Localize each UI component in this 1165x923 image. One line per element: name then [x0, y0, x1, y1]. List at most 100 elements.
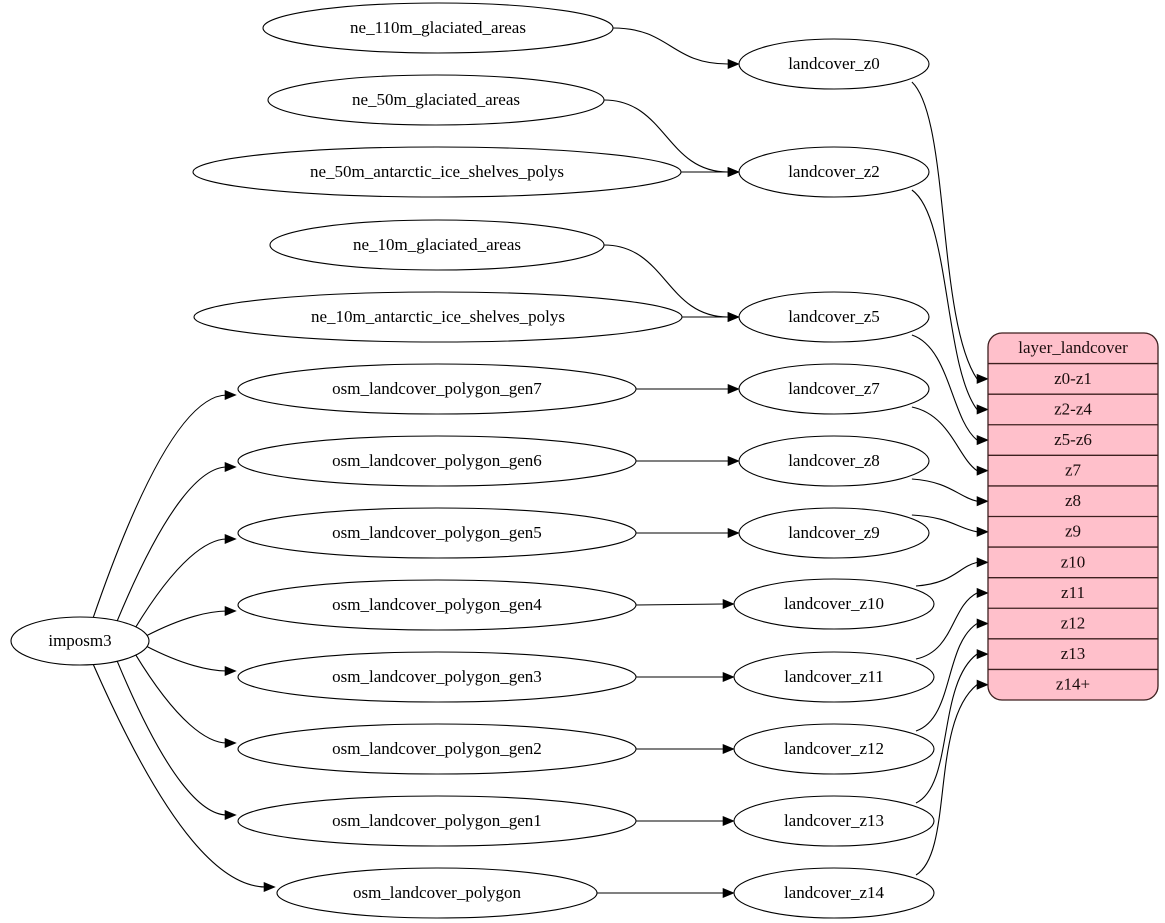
node-landcover_z8[interactable]: landcover_z8	[738, 435, 930, 487]
node-shape[interactable]	[269, 219, 605, 271]
node-shape[interactable]	[738, 291, 930, 343]
node-landcover_z14[interactable]: landcover_z14	[733, 867, 935, 919]
node-landcover_z7[interactable]: landcover_z7	[738, 363, 930, 415]
edge-arrowhead	[224, 605, 237, 617]
edge-imposm3-to-osm_landcover_polygon_gen5	[134, 538, 228, 629]
node-shape[interactable]	[237, 651, 637, 703]
node-landcover_z5[interactable]: landcover_z5	[738, 291, 930, 343]
edge-arrowhead	[727, 383, 740, 395]
edge-arrowhead	[976, 557, 989, 568]
edge-arrowhead	[224, 737, 237, 749]
edge-arrowhead	[722, 671, 735, 683]
node-shape[interactable]	[733, 723, 935, 775]
node-shape[interactable]	[733, 867, 935, 919]
nodes-layer: imposm3 ne_110m_glaciated_areas ne_50m_gla…	[10, 2, 935, 919]
edge-arrowhead	[976, 679, 989, 690]
edge-landcover_z10-to-table-row-6	[915, 561, 978, 587]
node-shape[interactable]	[237, 363, 637, 415]
edge-arrowhead	[976, 404, 989, 415]
node-shape[interactable]	[738, 507, 930, 559]
node-shape[interactable]	[237, 795, 637, 847]
edge-landcover_z0-to-table-row-0	[911, 81, 978, 380]
node-shape[interactable]	[738, 146, 930, 198]
node-shape[interactable]	[738, 38, 930, 90]
node-shape[interactable]	[267, 74, 605, 126]
node-landcover_z11[interactable]: landcover_z11	[733, 651, 935, 703]
node-ne_50m_antarctic_ice_shelves_polys[interactable]: ne_50m_antarctic_ice_shelves_polys	[192, 146, 682, 198]
node-landcover_z12[interactable]: landcover_z12	[733, 723, 935, 775]
node-shape[interactable]	[738, 363, 930, 415]
node-landcover_z13[interactable]: landcover_z13	[733, 795, 935, 847]
edge-imposm3-to-osm_landcover_polygon_gen1	[116, 659, 228, 816]
edge-arrowhead	[727, 455, 740, 467]
node-landcover_z9[interactable]: landcover_z9	[738, 507, 930, 559]
edge-arrowhead	[224, 389, 237, 401]
node-landcover_z2[interactable]: landcover_z2	[738, 146, 930, 198]
node-osm_landcover_polygon[interactable]: osm_landcover_polygon	[276, 867, 598, 919]
edge-landcover_z14-to-table-row-10	[915, 684, 978, 876]
edge-arrowhead	[727, 58, 740, 70]
edge-arrowhead	[976, 649, 989, 660]
edges-layer	[92, 27, 989, 899]
edge-arrowhead	[722, 598, 735, 610]
node-ne_110m_glaciated_areas[interactable]: ne_110m_glaciated_areas	[262, 2, 614, 54]
node-shape[interactable]	[193, 291, 683, 343]
node-shape[interactable]	[192, 146, 682, 198]
node-osm_landcover_polygon_gen5[interactable]: osm_landcover_polygon_gen5	[237, 507, 637, 559]
node-landcover_z0[interactable]: landcover_z0	[738, 38, 930, 90]
edge-osm_landcover_polygon_gen4-to-landcover_z10	[635, 603, 724, 606]
edge-arrowhead	[224, 665, 237, 677]
edge-arrowhead	[976, 526, 989, 537]
node-osm_landcover_polygon_gen7[interactable]: osm_landcover_polygon_gen7	[237, 363, 637, 415]
edge-arrowhead	[722, 743, 735, 755]
edge-arrowhead	[976, 587, 989, 599]
edge-ne_50m_glaciated_areas-to-landcover_z2	[603, 99, 729, 173]
node-ne_10m_antarctic_ice_shelves_polys[interactable]: ne_10m_antarctic_ice_shelves_polys	[193, 291, 683, 343]
edge-landcover_z8-to-table-row-4	[911, 478, 978, 502]
node-shape[interactable]	[262, 2, 614, 54]
edge-arrowhead	[727, 311, 740, 323]
edge-arrowhead	[727, 527, 740, 539]
node-shape[interactable]	[733, 651, 935, 703]
edge-ne_10m_glaciated_areas-to-landcover_z5	[603, 244, 729, 318]
node-imposm3[interactable]: imposm3	[10, 616, 150, 666]
node-osm_landcover_polygon_gen3[interactable]: osm_landcover_polygon_gen3	[237, 651, 637, 703]
node-shape[interactable]	[276, 867, 598, 919]
node-shape[interactable]	[237, 723, 637, 775]
edge-imposm3-to-osm_landcover_polygon_gen6	[116, 466, 228, 623]
node-ne_10m_glaciated_areas[interactable]: ne_10m_glaciated_areas	[269, 219, 605, 271]
node-osm_landcover_polygon_gen6[interactable]: osm_landcover_polygon_gen6	[237, 435, 637, 487]
node-shape[interactable]	[10, 616, 150, 666]
edge-arrowhead	[263, 881, 276, 893]
node-ne_50m_glaciated_areas[interactable]: ne_50m_glaciated_areas	[267, 74, 605, 126]
edge-imposm3-to-osm_landcover_polygon_gen3	[144, 645, 228, 672]
node-shape[interactable]	[738, 435, 930, 487]
edge-arrowhead	[976, 496, 989, 507]
edge-imposm3-to-osm_landcover_polygon_gen4	[144, 610, 228, 637]
node-osm_landcover_polygon_gen4[interactable]: osm_landcover_polygon_gen4	[237, 579, 637, 631]
node-landcover_z10[interactable]: landcover_z10	[733, 578, 935, 630]
node-shape[interactable]	[733, 578, 935, 630]
edge-arrowhead	[722, 815, 735, 827]
edge-arrowhead	[224, 461, 237, 473]
node-shape[interactable]	[237, 435, 637, 487]
node-osm_landcover_polygon_gen1[interactable]: osm_landcover_polygon_gen1	[237, 795, 637, 847]
node-shape[interactable]	[237, 507, 637, 559]
edge-landcover_z7-to-table-row-3	[911, 406, 978, 472]
edge-landcover_z12-to-table-row-8	[915, 623, 978, 732]
edge-ne_110m_glaciated_areas-to-landcover_z0	[612, 27, 729, 65]
edge-landcover_z5-to-table-row-2	[911, 334, 978, 441]
edge-imposm3-to-osm_landcover_polygon	[92, 663, 267, 888]
node-shape[interactable]	[237, 579, 637, 631]
edge-arrowhead	[976, 373, 989, 384]
edge-arrowhead	[727, 166, 740, 178]
edge-arrowhead	[976, 465, 989, 476]
node-osm_landcover_polygon_gen2[interactable]: osm_landcover_polygon_gen2	[237, 723, 637, 775]
edge-arrowhead	[976, 434, 989, 446]
table-layer-landcover[interactable]: layer_landcoverz0-z1z2-z4z5-z6z7z8z9z10z…	[987, 332, 1159, 701]
edge-arrowhead	[224, 533, 237, 545]
edge-landcover_z11-to-table-row-7	[915, 592, 978, 660]
node-shape[interactable]	[733, 795, 935, 847]
edge-landcover_z9-to-table-row-5	[911, 514, 978, 533]
